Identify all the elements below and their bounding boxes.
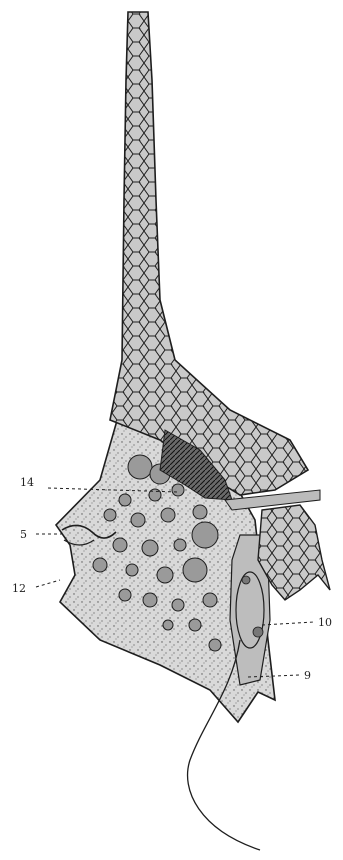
- label-10: 10: [318, 616, 332, 629]
- label-12: 12: [12, 582, 26, 595]
- label-5: 5: [20, 528, 27, 541]
- epitheca-horn: [110, 12, 308, 495]
- label-14: 14: [20, 476, 34, 489]
- label-9: 9: [304, 669, 311, 682]
